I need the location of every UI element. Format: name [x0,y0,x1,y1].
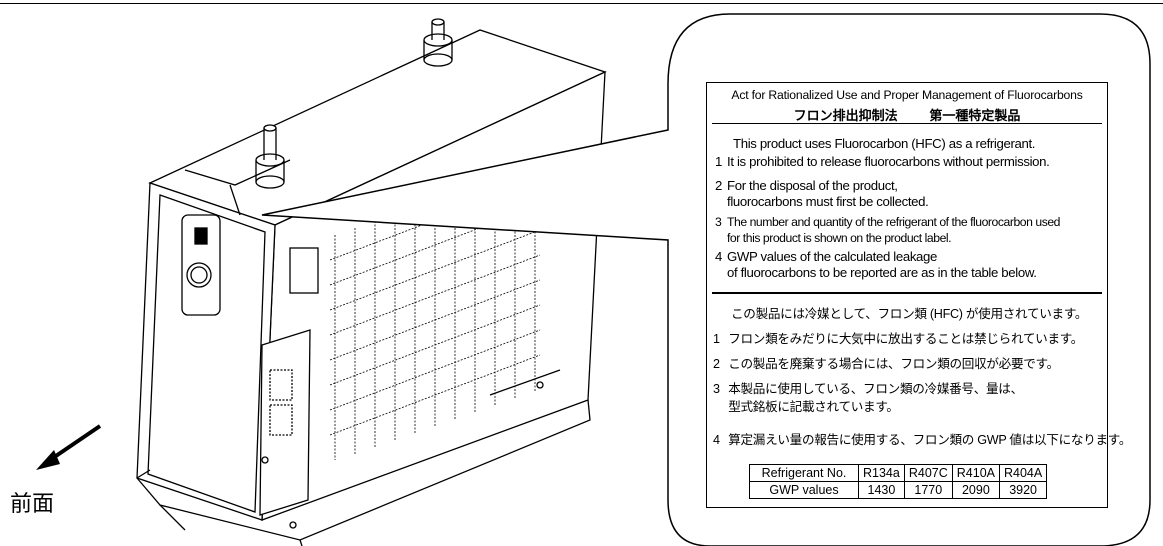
japanese-intro: この製品には冷媒として、フロン類 (HFC) が使用されています。 [731,307,1088,321]
label-subtitle-right: 第一種特定製品 [929,108,1021,123]
label-title: Act for Rationalized Use and Proper Mana… [731,88,1083,102]
table-row: Refrigerant No. R134a R407C R410A R404A [749,464,1048,482]
table-row: GWP values 1430 1770 2090 3920 [749,481,1048,499]
top-border-rule [0,3,1163,4]
gwp-cell: 1770 [903,481,953,499]
label-subtitle-left: フロン排出抑制法 [793,108,898,123]
refrigerant-cell: R404A [998,464,1048,482]
refrigerant-cell: R407C [903,464,953,482]
refrigerant-cell: R134a [858,464,905,482]
front-arrow-icon [36,424,102,470]
gwp-table: Refrigerant No. R134a R407C R410A R404A … [749,464,1048,499]
front-label: 前面 [10,492,55,517]
outlet-pipe-icon [423,18,453,67]
refrigerant-header: Refrigerant No. [749,464,859,482]
english-intro: This product uses Fluorocarbon (HFC) as … [733,136,1036,151]
gwp-cell: 3920 [998,481,1048,499]
label-subtitle: フロン排出抑制法 第一種特定製品 [707,105,1107,124]
gwp-cell: 1430 [858,481,905,499]
japanese-item-1: 1 フロン類をみだりに大気中に放出することは禁じられています。 [713,332,1084,346]
refrigerant-cell: R410A [951,464,1001,482]
japanese-item-3: 3 本製品に使用している、フロン類の冷媒番号、量は、 型式銘板に記載されています… [713,382,1023,414]
gwp-cell: 2090 [951,481,1001,499]
gwp-header: GWP values [749,481,859,499]
title-divider [712,123,1102,124]
fluorocarbon-label: Act for Rationalized Use and Proper Mana… [706,82,1131,508]
language-divider [712,292,1102,294]
japanese-item-2: 2 この製品を廃棄する場合には、フロン類の回収が必要です。 [713,357,1059,371]
japanese-item-4: 4 算定漏えい量の報告に使用する、フロン類の GWP 値は以下になります。 [713,433,1132,447]
power-switch-icon [194,227,208,245]
